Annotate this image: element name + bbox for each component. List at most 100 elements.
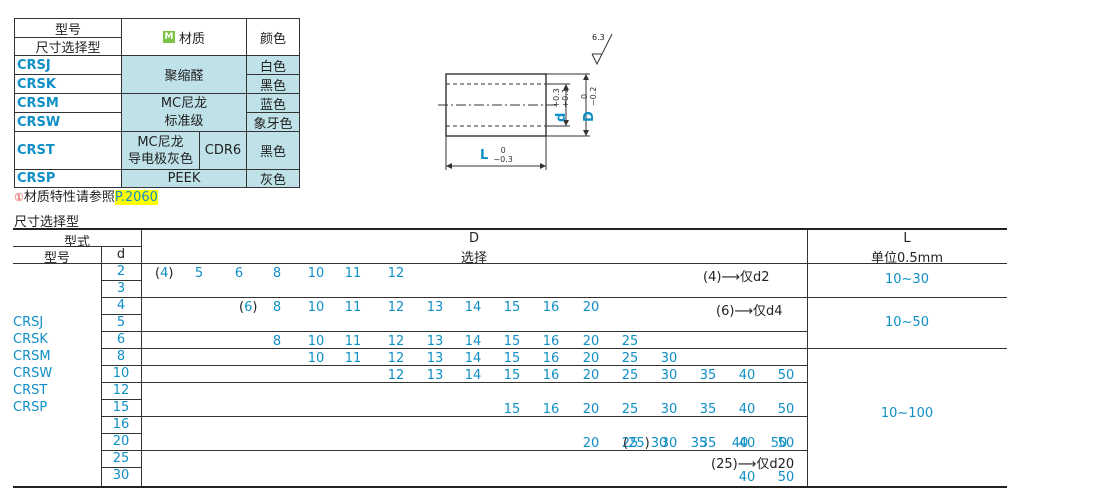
D-paren-value: (6) xyxy=(239,300,258,315)
D-value: 20 xyxy=(582,436,600,451)
D-value: 13 xyxy=(426,368,444,383)
info-icon: ① xyxy=(14,191,24,204)
D-value: 15 xyxy=(503,351,521,366)
D-note: (4)⟶仅d2 xyxy=(703,270,770,285)
D-value: 16 xyxy=(542,300,560,315)
D-value: 16 xyxy=(542,402,560,417)
material-table: 型号 尺寸选择型 M 材质 颜色 CRSJ CRSK CRSM CRSW CRS… xyxy=(14,18,300,188)
model-crsk: CRSK xyxy=(13,332,48,347)
model-crsm: CRSM xyxy=(13,349,51,364)
L-range: 10~50 xyxy=(885,315,929,330)
D-note: (25)⟶仅d20 xyxy=(711,457,795,472)
header-type: 型式 xyxy=(63,235,90,250)
D-value: 50 xyxy=(777,368,795,383)
D-value: 11 xyxy=(344,351,362,366)
D-value: 8 xyxy=(272,300,282,315)
D-value: 30 xyxy=(660,402,678,417)
D-value: 10 xyxy=(307,266,325,281)
D-value: 50 xyxy=(777,402,795,417)
dim-d: d +0.3+0.1 xyxy=(551,88,570,122)
bushing-drawing xyxy=(438,33,613,170)
D-value: 25 xyxy=(621,351,639,366)
header-d: d xyxy=(116,247,126,262)
D-value: 16 xyxy=(542,351,560,366)
model-crsm: CRSM xyxy=(15,93,121,112)
D-paren-value: (4) xyxy=(155,266,174,281)
material-m-icon: M xyxy=(162,31,175,43)
header-D: D xyxy=(468,231,479,246)
d-value: 5 xyxy=(116,315,126,330)
model-list: CRSJ CRSK CRSM CRSW CRST CRSP xyxy=(13,314,101,416)
d-value: 6 xyxy=(116,332,126,347)
d-value: 10 xyxy=(112,366,130,381)
D-value: 30 xyxy=(650,436,668,451)
D-value: 35 xyxy=(699,436,717,451)
model-crst: CRST xyxy=(13,383,48,398)
D-value: 15 xyxy=(503,300,521,315)
D-paren-value: (25) xyxy=(623,436,650,451)
header-L-unit: 单位0.5mm xyxy=(870,251,943,266)
D-value: 13 xyxy=(426,300,444,315)
header-model: 型号 xyxy=(43,251,70,266)
D-value: 10 xyxy=(307,334,325,349)
material-peek: PEEK xyxy=(121,169,246,187)
header-color: 颜色 xyxy=(246,19,299,55)
material-note: ①材质特性请参照P.2060 xyxy=(14,190,158,205)
d-value: 30 xyxy=(112,468,130,483)
model-crsj: CRSJ xyxy=(15,55,121,74)
D-value: 10 xyxy=(307,351,325,366)
d-value: 20 xyxy=(112,434,130,449)
d-value: 25 xyxy=(112,451,130,466)
D-value: 8 xyxy=(272,334,282,349)
model-crsj: CRSJ xyxy=(13,315,44,330)
D-value: 40 xyxy=(738,402,756,417)
D-value: 40 xyxy=(738,470,756,485)
header-select: 选择 xyxy=(460,251,487,266)
D-value: 14 xyxy=(464,334,482,349)
material-mc-nylon-conductive: MC尼龙 导电极灰色 xyxy=(121,131,199,169)
D-value: 20 xyxy=(582,334,600,349)
color-black-2: 黑色 xyxy=(246,131,299,169)
header-size-type: 尺寸选择型 xyxy=(15,37,121,56)
D-value: 35 xyxy=(699,368,717,383)
D-value: 14 xyxy=(464,300,482,315)
D-value: 11 xyxy=(344,334,362,349)
D-value: 13 xyxy=(426,351,444,366)
D-value: 20 xyxy=(582,402,600,417)
material-mc-nylon: MC尼龙 标准级 xyxy=(121,93,246,131)
color-ivory: 象牙色 xyxy=(246,112,299,132)
D-value: 50 xyxy=(777,470,795,485)
D-value: 50 xyxy=(770,436,788,451)
D-value: 16 xyxy=(542,368,560,383)
D-value: 15 xyxy=(503,368,521,383)
L-range: 10~100 xyxy=(880,406,934,421)
D-value: 25 xyxy=(621,402,639,417)
roughness-value: 6.3 xyxy=(592,33,605,42)
D-value: 25 xyxy=(621,436,639,451)
model-crsw: CRSW xyxy=(13,366,53,381)
D-value: 20 xyxy=(582,300,600,315)
D-value: 25 xyxy=(621,334,639,349)
D-value: 20 xyxy=(582,351,600,366)
dim-L: L 0−0.3 xyxy=(480,145,513,164)
model-crsk: CRSK xyxy=(15,74,121,93)
color-gray: 灰色 xyxy=(246,169,299,188)
D-value: 35 xyxy=(699,402,717,417)
D-value: 30 xyxy=(660,368,678,383)
D-value: 14 xyxy=(464,368,482,383)
D-value: 30 xyxy=(660,436,678,451)
d-value: 16 xyxy=(112,417,130,432)
d-value: 12 xyxy=(112,383,130,398)
D-value: 40 xyxy=(738,436,756,451)
D-value: 50 xyxy=(777,436,795,451)
D-value: 25 xyxy=(621,368,639,383)
D-value: 40 xyxy=(738,368,756,383)
d-value: 8 xyxy=(116,349,126,364)
dim-D: D 0−0.2 xyxy=(579,86,598,122)
material-page-link[interactable]: P.2060 xyxy=(114,190,158,205)
D-value: 14 xyxy=(464,351,482,366)
material-code-cdr6: CDR6 xyxy=(199,131,246,169)
color-blue: 蓝色 xyxy=(246,93,299,113)
D-value: 13 xyxy=(426,334,444,349)
d-value: 3 xyxy=(116,281,126,296)
